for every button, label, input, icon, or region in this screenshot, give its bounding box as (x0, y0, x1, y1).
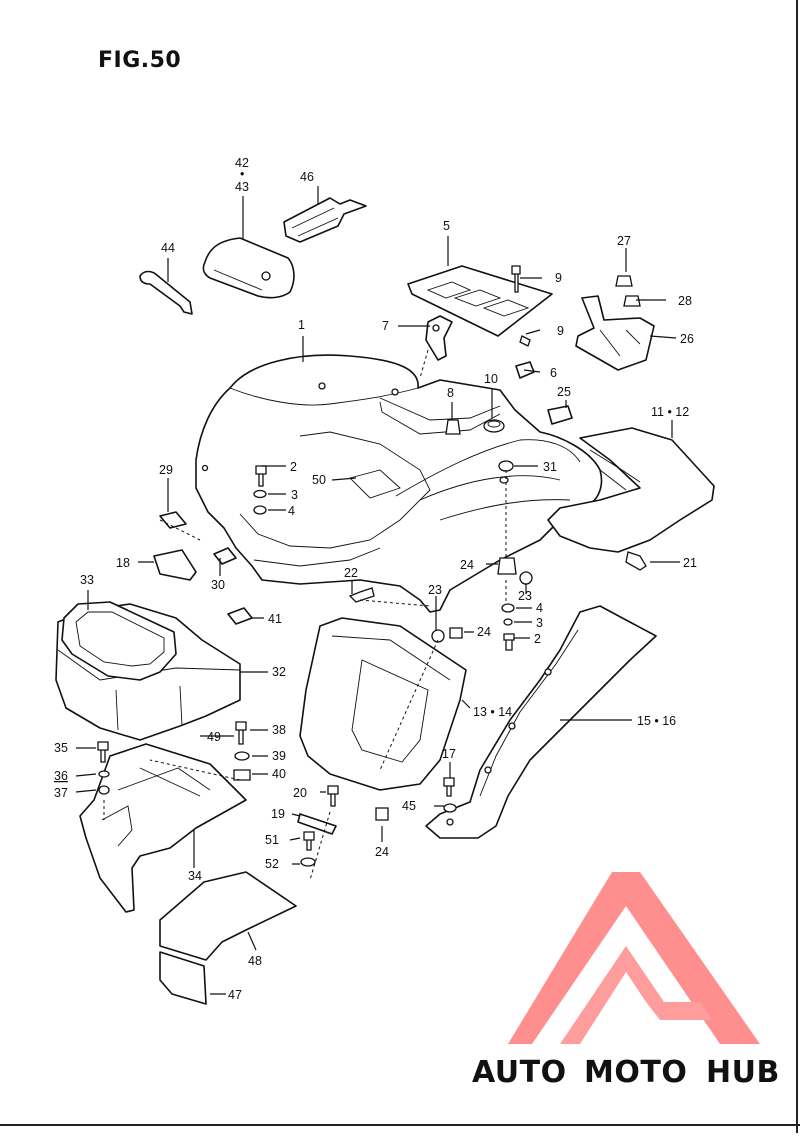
watermark-auto: AUTO (472, 1055, 567, 1090)
callout-32: 32 (272, 665, 286, 679)
part-43-cover (202, 237, 295, 299)
callout-41: 41 (268, 612, 282, 626)
callout-6: 6 (550, 366, 557, 380)
callout-4b: 4 (536, 601, 543, 615)
callout-29: 29 (159, 463, 173, 477)
callout-7: 7 (382, 319, 389, 333)
part-7-stay (425, 315, 453, 361)
callout-3a: 3 (291, 488, 298, 502)
callout-42: 42 (235, 156, 249, 170)
callout-50: 50 (312, 473, 326, 487)
callout-5: 5 (443, 219, 450, 233)
callout-17: 17 (442, 747, 456, 761)
callout-37: 37 (54, 786, 68, 800)
part-26-bracket (575, 295, 655, 371)
callout-25: 25 (557, 385, 571, 399)
callout-46: 46 (300, 170, 314, 184)
callout-10: 10 (484, 372, 498, 386)
callout-23b: 23 (518, 589, 532, 603)
callout-34: 34 (188, 869, 202, 883)
callout-24b: 24 (477, 625, 491, 639)
callout-52: 52 (265, 857, 279, 871)
callout-23a: 23 (428, 583, 442, 597)
callout-19: 19 (271, 807, 285, 821)
watermark-moto: MOTO (584, 1055, 687, 1090)
callout-47: 47 (228, 988, 242, 1002)
callout-43: 43 (235, 180, 249, 194)
part-15-16-side-guard (425, 605, 657, 839)
part-1-rear-fender (195, 354, 603, 613)
callout-2a: 2 (290, 460, 297, 474)
part-46-latch (283, 197, 367, 243)
callout-24a: 24 (460, 558, 474, 572)
callout-30: 30 (211, 578, 225, 592)
callout-27: 27 (617, 234, 631, 248)
figure-title: FIG.50 (98, 48, 182, 73)
part-48-flap (159, 871, 297, 961)
callout-49: 49 (207, 730, 221, 744)
callout-dot: • (240, 167, 244, 181)
callout-51: 51 (265, 833, 279, 847)
callout-3b: 3 (536, 616, 543, 630)
callout-40: 40 (272, 767, 286, 781)
callout-9b: 9 (557, 324, 564, 338)
part-47-flap (159, 951, 207, 1005)
callout-35: 35 (54, 741, 68, 755)
callout-24c: 24 (375, 845, 389, 859)
part-11-12-mud-flap (547, 427, 715, 553)
callout-26: 26 (680, 332, 694, 346)
callout-48: 48 (248, 954, 262, 968)
callout-38: 38 (272, 723, 286, 737)
callout-1: 1 (298, 318, 305, 332)
callout-21: 21 (683, 556, 697, 570)
watermark-hub: HUB (706, 1055, 780, 1090)
callout-31: 31 (543, 460, 557, 474)
callout-13-14: 13 • 14 (473, 705, 512, 719)
part-33-seal (61, 601, 177, 681)
callout-2b: 2 (534, 632, 541, 646)
callout-18: 18 (116, 556, 130, 570)
callout-45: 45 (402, 799, 416, 813)
callout-39: 39 (272, 749, 286, 763)
callout-11-12: 11 • 12 (651, 405, 689, 419)
callout-44: 44 (161, 241, 175, 255)
callout-15-16: 15 • 16 (637, 714, 676, 728)
callout-20: 20 (293, 786, 307, 800)
callout-8: 8 (447, 386, 454, 400)
callout-22: 22 (344, 566, 358, 580)
watermark-logo (508, 872, 760, 1044)
callout-9a: 9 (555, 271, 562, 285)
part-13-14-inner-fender (299, 617, 467, 791)
callout-33: 33 (80, 573, 94, 587)
callout-28: 28 (678, 294, 692, 308)
callout-4a: 4 (288, 504, 295, 518)
callout-36: 36 (54, 769, 68, 783)
part-44-wrench (139, 270, 193, 315)
